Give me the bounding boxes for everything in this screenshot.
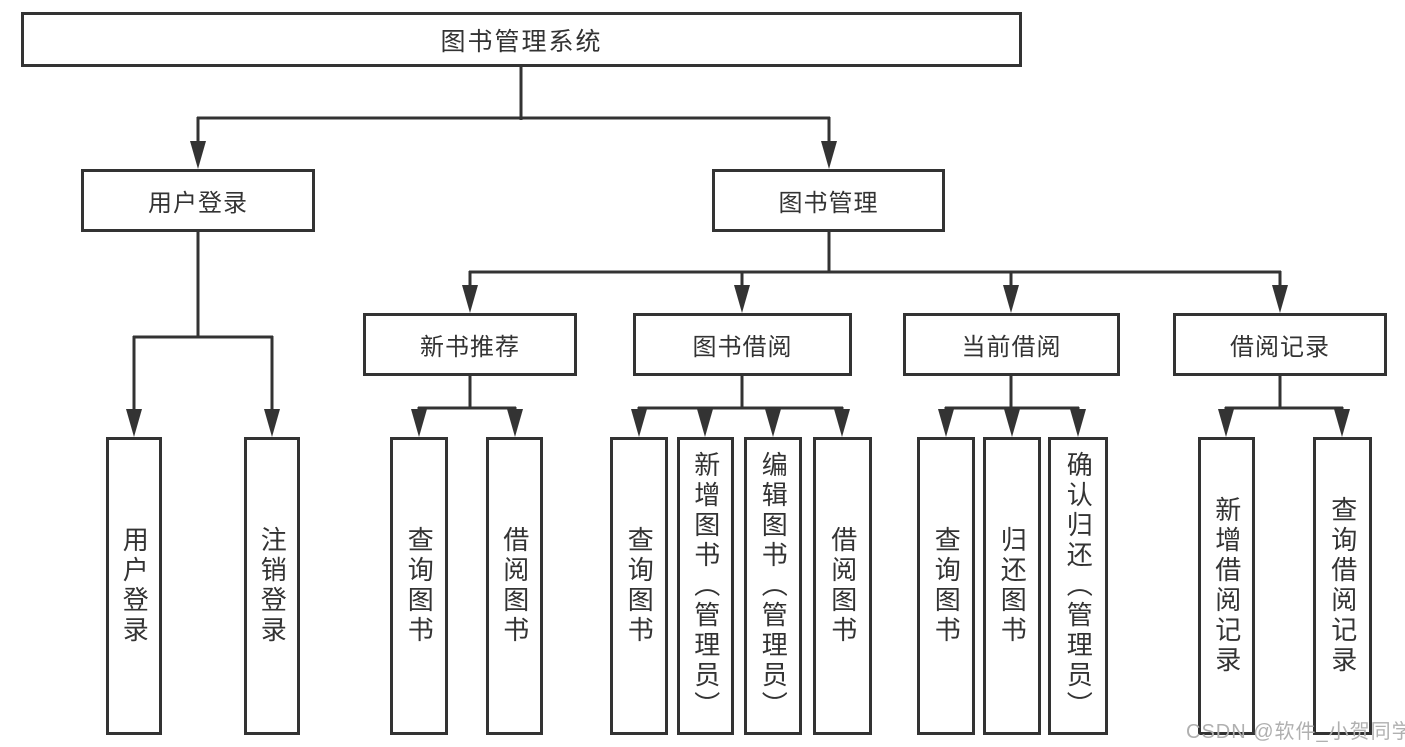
node-label: 查询图书: [931, 526, 962, 646]
leaf-user-login: 用户登录: [106, 437, 162, 735]
leaf-query-books-current: 查询图书: [917, 437, 975, 735]
arrow-down-icon: [1003, 285, 1019, 313]
arrow-down-icon: [1004, 409, 1020, 437]
arrow-down-icon: [411, 409, 427, 437]
leaf-query-books-borrowing: 查询图书: [610, 437, 668, 735]
node-label: 图书借阅: [692, 334, 793, 361]
arrow-down-icon: [834, 409, 850, 437]
leaf-query-borrow-record: 查询借阅记录: [1313, 437, 1372, 735]
node-label: 归还图书: [997, 526, 1028, 646]
arrow-down-icon: [462, 285, 478, 313]
node-new-book-recommend: 新书推荐: [363, 313, 577, 376]
node-label: 图书管理: [778, 190, 879, 217]
node-label: 新增图书（管理员）: [690, 451, 721, 721]
leaf-add-borrow-record: 新增借阅记录: [1198, 437, 1255, 735]
node-current-borrowing: 当前借阅: [903, 313, 1120, 376]
leaf-confirm-return-admin: 确认归还（管理员）: [1048, 437, 1108, 735]
leaf-query-books-recommend: 查询图书: [390, 437, 448, 735]
node-label: 查询借阅记录: [1327, 496, 1358, 676]
leaf-borrow-books: 借阅图书: [813, 437, 872, 735]
leaf-logout: 注销登录: [244, 437, 300, 735]
node-label: 用户登录: [148, 190, 248, 217]
node-label: 新增借阅记录: [1211, 496, 1242, 676]
arrow-down-icon: [821, 141, 837, 169]
arrow-down-icon: [697, 409, 713, 437]
node-book-borrowing: 图书借阅: [633, 313, 852, 376]
node-label: 查询图书: [404, 526, 435, 646]
node-label: 注销登录: [257, 526, 288, 646]
arrow-down-icon: [1070, 409, 1086, 437]
node-library-management-system: 图书管理系统: [21, 12, 1022, 67]
leaf-add-book-admin: 新增图书（管理员）: [677, 437, 734, 735]
leaf-borrow-books-recommend: 借阅图书: [486, 437, 543, 735]
arrow-down-icon: [507, 409, 523, 437]
node-label: 新书推荐: [420, 334, 520, 361]
leaf-edit-book-admin: 编辑图书（管理员）: [744, 437, 802, 735]
node-label: 确认归还（管理员）: [1063, 451, 1094, 721]
arrow-down-icon: [190, 141, 206, 169]
node-book-management: 图书管理: [712, 169, 945, 232]
arrow-down-icon: [938, 409, 954, 437]
arrow-down-icon: [264, 409, 280, 437]
node-label: 用户登录: [119, 526, 150, 646]
node-label: 当前借阅: [961, 334, 1062, 361]
node-label: 编辑图书（管理员）: [758, 451, 789, 721]
node-label: 图书管理系统: [440, 27, 603, 56]
csdn-watermark: CSDN @软件_小贺同学: [1186, 721, 1405, 743]
arrow-down-icon: [765, 409, 781, 437]
node-user-login: 用户登录: [81, 169, 315, 232]
node-label: 借阅图书: [499, 526, 530, 646]
arrow-down-icon: [1272, 285, 1288, 313]
arrow-down-icon: [734, 285, 750, 313]
arrow-down-icon: [1218, 409, 1234, 437]
arrow-down-icon: [126, 409, 142, 437]
node-label: 借阅记录: [1230, 334, 1330, 361]
node-label: 查询图书: [624, 526, 655, 646]
leaf-return-book: 归还图书: [983, 437, 1041, 735]
node-label: 借阅图书: [827, 526, 858, 646]
arrow-down-icon: [631, 409, 647, 437]
node-borrowing-records: 借阅记录: [1173, 313, 1387, 376]
arrow-down-icon: [1334, 409, 1350, 437]
